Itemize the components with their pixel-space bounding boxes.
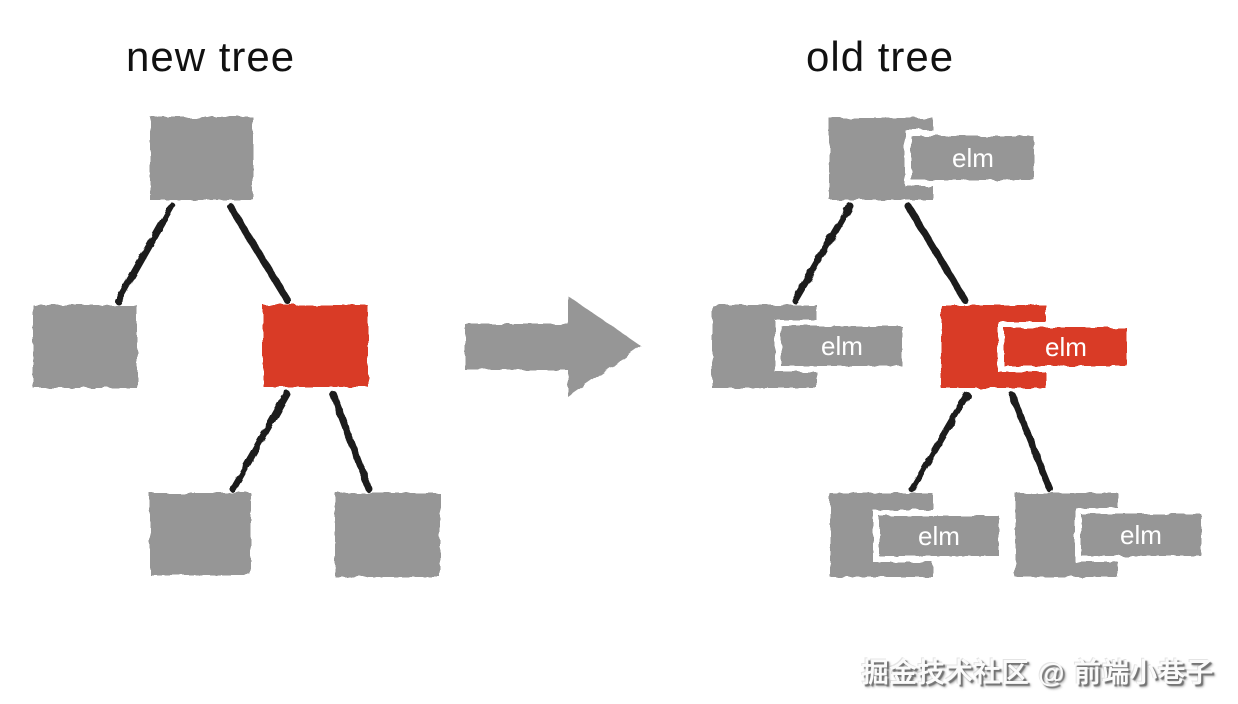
- new-tree-node-root: [150, 117, 253, 200]
- elm-tag-left-child: [775, 320, 908, 372]
- elm-tag-grandchild-left: [873, 510, 1005, 562]
- new-tree-title: new tree: [126, 33, 296, 80]
- new-tree-node-grandchild-right: [335, 493, 440, 577]
- elm-tag-grandchild-right: [1075, 508, 1207, 562]
- right-arrow-icon: [465, 296, 641, 397]
- elm-tag-root: [905, 130, 1040, 186]
- old-tree-title: old tree: [806, 33, 955, 80]
- elm-tag-label-grandchild-right: elm: [1120, 520, 1162, 550]
- elm-tag-label-root: elm: [952, 143, 994, 173]
- elm-tag-label-grandchild-left: elm: [918, 521, 960, 551]
- new-tree-edge-red-right: [329, 390, 373, 493]
- elm-tag-label-right-child: elm: [1045, 332, 1087, 362]
- new-tree-node-left-child: [33, 305, 137, 388]
- new-tree-node-right-child-changed: [263, 305, 368, 387]
- old-tree-edge-red-left: [908, 391, 971, 493]
- new-tree-edge-root-right: [226, 202, 292, 305]
- old-tree-edge-red-right: [1008, 391, 1054, 493]
- elm-tag-right-child-changed: [998, 322, 1133, 372]
- elm-tag-label-left-child: elm: [821, 331, 863, 361]
- old-tree-edge-root-left: [791, 202, 854, 304]
- old-tree-edge-root-right: [904, 202, 969, 304]
- new-tree-node-grandchild-left: [150, 493, 251, 575]
- new-tree-edge-red-left: [229, 390, 291, 493]
- watermark-text: 掘金技术社区 @ 前端小巷子: [861, 658, 1214, 688]
- new-tree-edge-root-left: [114, 202, 176, 305]
